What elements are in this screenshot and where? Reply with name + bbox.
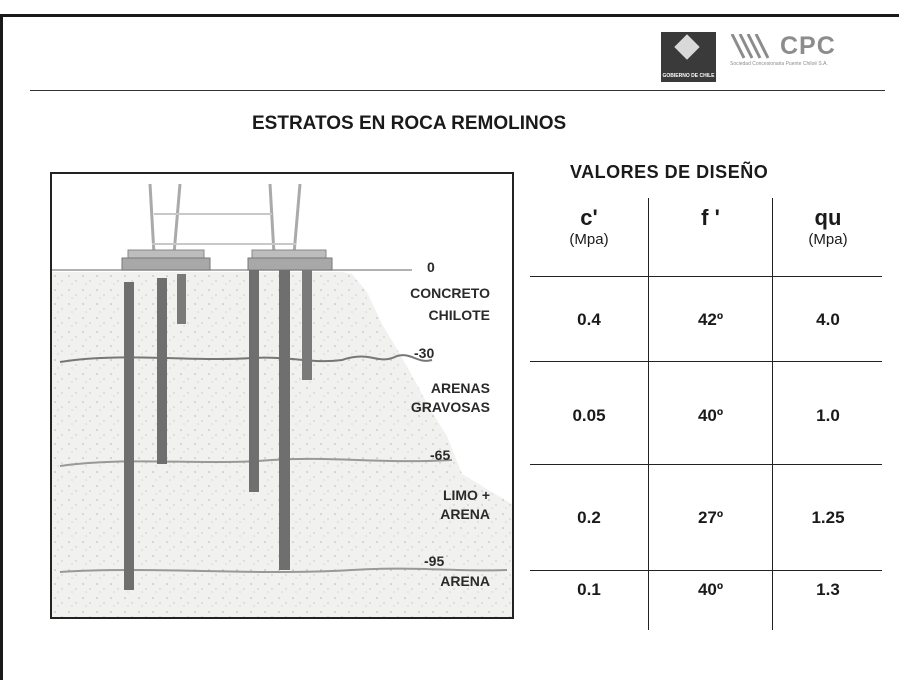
table-cell: 42º xyxy=(697,310,724,329)
table-cell: 0.05 xyxy=(572,406,606,425)
stratum-limo-arena-label: LIMO + ARENA xyxy=(440,487,490,522)
table-cell: 40º xyxy=(697,406,724,425)
header-c-cell: c' (Mpa) xyxy=(530,205,648,248)
header-qu-unit: (Mpa) xyxy=(808,231,848,248)
gobierno-de-chile-logo: GOBIERNO DE CHILE xyxy=(661,32,716,82)
table-cell: 0.2 xyxy=(577,508,601,527)
level-95-label: -95 xyxy=(424,553,445,569)
shield-icon xyxy=(674,34,700,60)
stratum-arena-label: ARENA xyxy=(440,573,490,589)
table-cell: 27º xyxy=(697,508,724,527)
cpc-logo: CPC Sociedad Concesionaria Puente Chiloé… xyxy=(730,32,836,67)
table-cell: 0.1 xyxy=(577,580,601,599)
table-row-divider xyxy=(530,361,882,362)
table-cell: 1.3 xyxy=(816,580,840,599)
level-65-label: -65 xyxy=(430,447,451,463)
table-cell: 1.0 xyxy=(816,406,840,425)
header-rule xyxy=(30,90,885,91)
header-qu-cell: qu (Mpa) xyxy=(773,205,883,248)
strata-illustration: 0 CONCRETO CHILOTE -30 ARENAS GRAVOSAS -… xyxy=(50,172,514,619)
table-row-divider xyxy=(530,276,882,277)
table-title: VALORES DE DISEÑO xyxy=(570,162,769,182)
table-row-divider xyxy=(530,464,882,465)
header-c-symbol: c' xyxy=(580,205,598,230)
table-cell: 40º xyxy=(697,580,724,599)
header-c-unit: (Mpa) xyxy=(569,231,609,248)
header-f-symbol: f ' xyxy=(701,205,720,230)
slide-frame-left xyxy=(0,14,3,680)
table-cell: 1.25 xyxy=(811,508,845,527)
strata-drawing xyxy=(52,183,512,617)
level-30-label: -30 xyxy=(414,345,435,361)
table-column-divider xyxy=(772,198,773,630)
slide-frame-top xyxy=(0,14,899,17)
table-cell: 4.0 xyxy=(816,310,840,329)
page-title: ESTRATOS EN ROCA REMOLINOS xyxy=(252,113,567,134)
header-f-cell: f ' xyxy=(649,205,772,231)
stratum-concreto-label: CONCRETO CHILOTE xyxy=(410,285,490,323)
table-row-divider xyxy=(530,570,882,571)
cpc-stripes-icon xyxy=(730,34,770,59)
header-qu-symbol: qu xyxy=(814,205,842,230)
table-cell: 0.4 xyxy=(577,310,601,329)
table-column-divider xyxy=(648,198,649,630)
level-0-label: 0 xyxy=(427,259,435,275)
stratum-arenas-gravosas-label: ARENAS GRAVOSAS xyxy=(410,380,490,415)
